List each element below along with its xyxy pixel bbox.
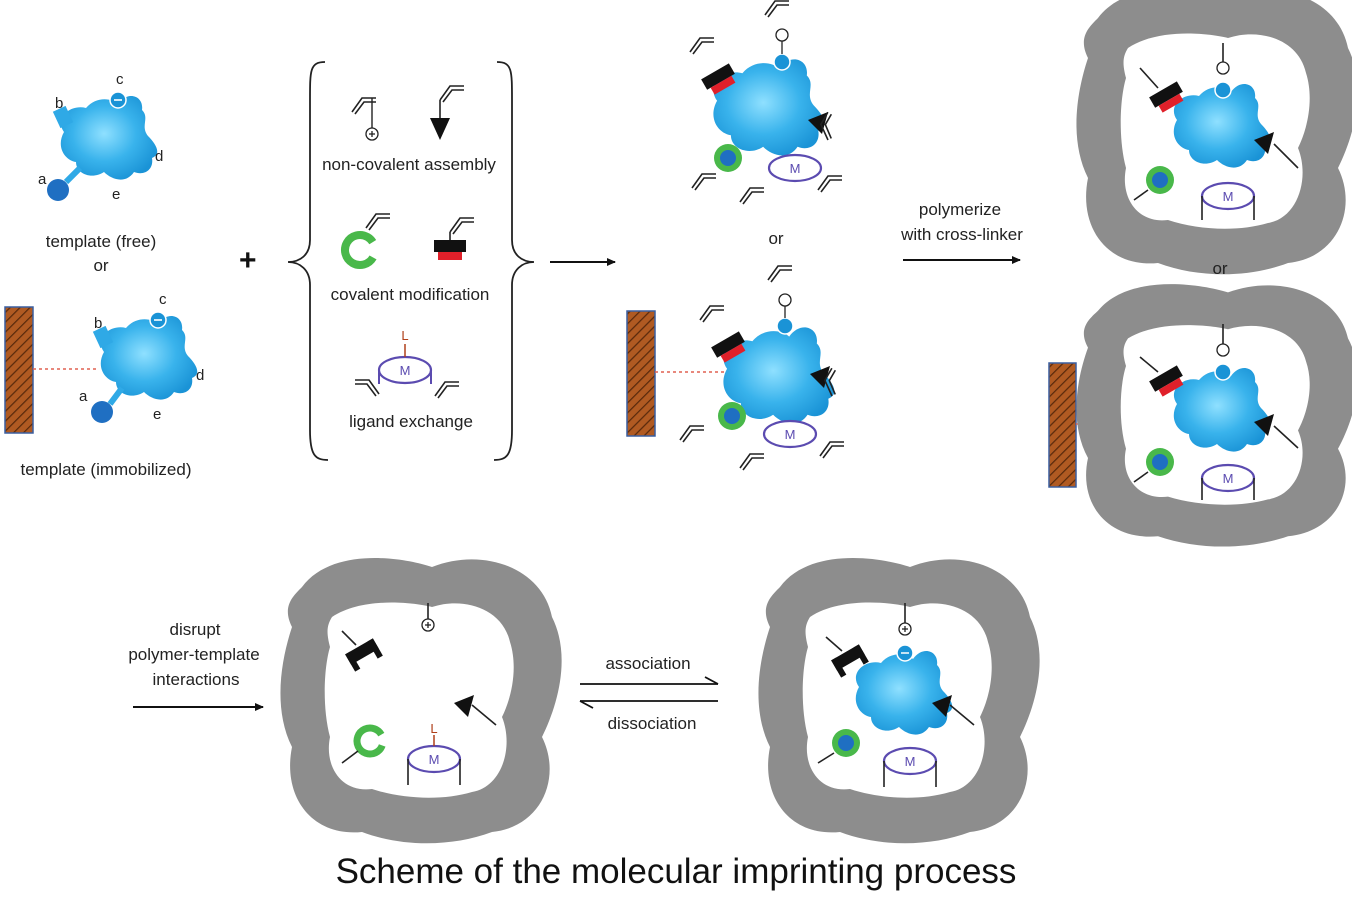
site-a-label: a bbox=[38, 171, 47, 188]
template-immobilized-label: template (immobilized) bbox=[20, 460, 192, 479]
red-clip-monomer-icon bbox=[434, 217, 475, 260]
polymer-template-label: polymer-template bbox=[128, 645, 260, 664]
site-b-label: b bbox=[94, 315, 103, 332]
site-a-label: a bbox=[79, 388, 88, 405]
site-e-label: e bbox=[153, 406, 162, 423]
or-label-left: or bbox=[93, 256, 109, 275]
green-ring-monomer-icon bbox=[341, 213, 391, 269]
crosslinker-label: with cross-linker bbox=[901, 225, 1023, 244]
site-d-label: d bbox=[196, 367, 205, 384]
functional-monomer-brace: L bbox=[287, 61, 535, 461]
vinyl-arrow-monomer-icon bbox=[430, 85, 465, 140]
interactions-label: interactions bbox=[152, 670, 240, 689]
disrupt-label: disrupt bbox=[169, 620, 221, 639]
dissociation-label: dissociation bbox=[607, 714, 697, 733]
solid-support bbox=[4, 306, 34, 434]
vinyl-charged-monomer-icon bbox=[351, 97, 379, 141]
imprinted-polymer-free bbox=[1076, 0, 1352, 275]
site-a-ball bbox=[47, 179, 69, 201]
metal-ligand-monomer-icon: L bbox=[354, 328, 460, 399]
template-free-label: template (free) bbox=[45, 232, 157, 251]
association-label: association bbox=[605, 654, 691, 673]
template-free bbox=[47, 91, 158, 201]
site-e-label: e bbox=[112, 186, 121, 203]
non-covalent-label: non-covalent assembly bbox=[322, 155, 496, 174]
site-c-label: c bbox=[159, 291, 167, 308]
ligand-exchange-label: ligand exchange bbox=[349, 412, 473, 431]
site-d-label: d bbox=[155, 148, 164, 165]
ligand-symbol: L bbox=[430, 721, 437, 736]
polymerize-label: polymerize bbox=[918, 200, 1002, 219]
empty-imprinted-cavity: L bbox=[280, 558, 562, 844]
prepolymerization-complex-immobilized bbox=[626, 265, 847, 471]
figure-caption: Scheme of the molecular imprinting proce… bbox=[335, 852, 1017, 891]
equilibrium-arrows bbox=[579, 676, 719, 709]
imprinted-polymer-immobilized bbox=[1048, 284, 1352, 547]
ligand-symbol: L bbox=[401, 328, 408, 343]
or-label-right: or bbox=[1212, 259, 1227, 278]
or-label-middle: or bbox=[768, 229, 783, 248]
plus-sign: + bbox=[239, 244, 257, 277]
prepolymerization-complex-free bbox=[689, 0, 843, 205]
site-b-notch bbox=[52, 105, 74, 129]
rebound-imprinted-cavity bbox=[758, 558, 1040, 844]
template-immobilized bbox=[4, 306, 198, 434]
covalent-label: covalent modification bbox=[330, 285, 490, 304]
site-c-label: c bbox=[116, 71, 124, 88]
site-b-label: b bbox=[55, 95, 64, 112]
